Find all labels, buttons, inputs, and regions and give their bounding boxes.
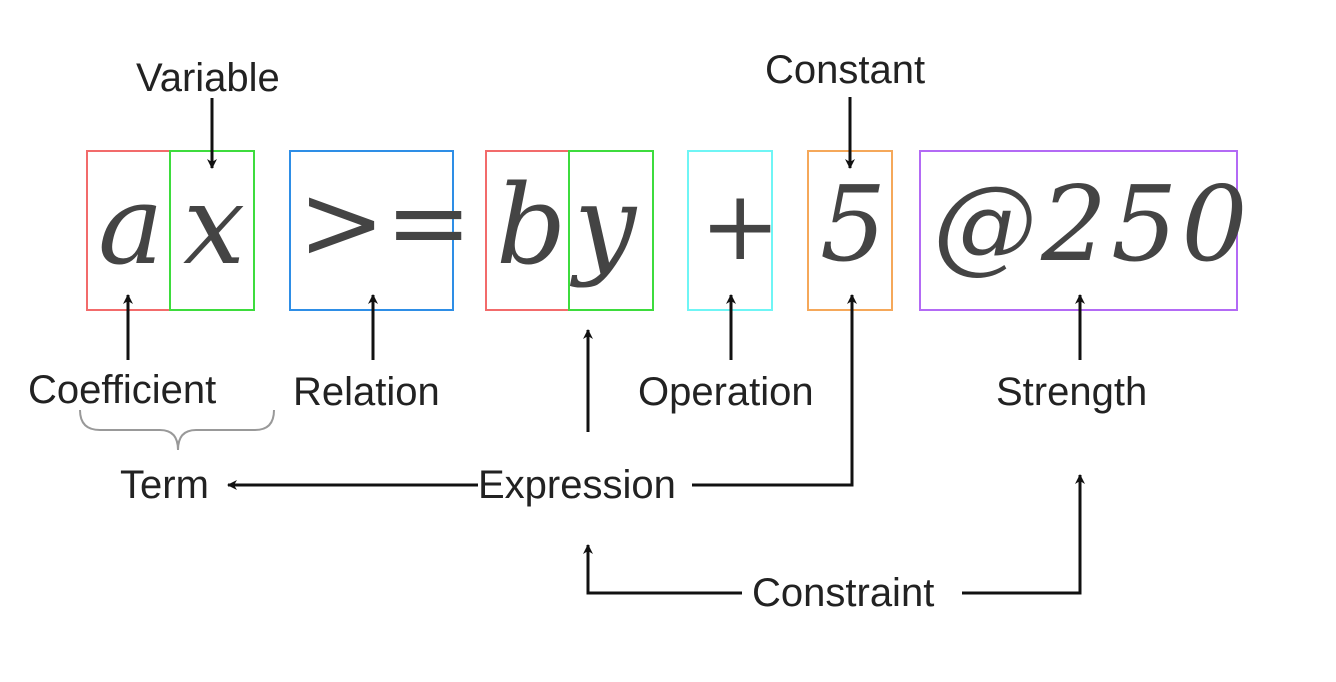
glyph-a: a [98,161,164,289]
label-variable: Variable [136,56,280,100]
label-relation: Relation [293,370,440,414]
label-expression: Expression [478,463,676,507]
glyph-five: 5 [820,163,887,285]
arrow-expression-constant [692,294,857,487]
label-term: Term [120,463,209,507]
glyph-relation: >= [298,161,473,283]
label-constant: Constant [765,48,926,92]
variable-box-y [568,150,654,311]
label-coefficient: Coefficient [28,368,217,412]
label-strength: Strength [996,370,1148,414]
arrow-constraint-strength [962,474,1085,595]
glyph-x: x [183,161,246,289]
label-constraint: Constraint [752,571,935,615]
term-brace [79,409,275,451]
glyph-b: b [496,161,567,289]
glyph-plus: + [700,170,781,282]
glyph-strength: @250 [933,163,1252,285]
arrow-constraint-expression [583,544,742,595]
label-operation: Operation [638,370,814,414]
glyph-y: y [574,161,637,289]
